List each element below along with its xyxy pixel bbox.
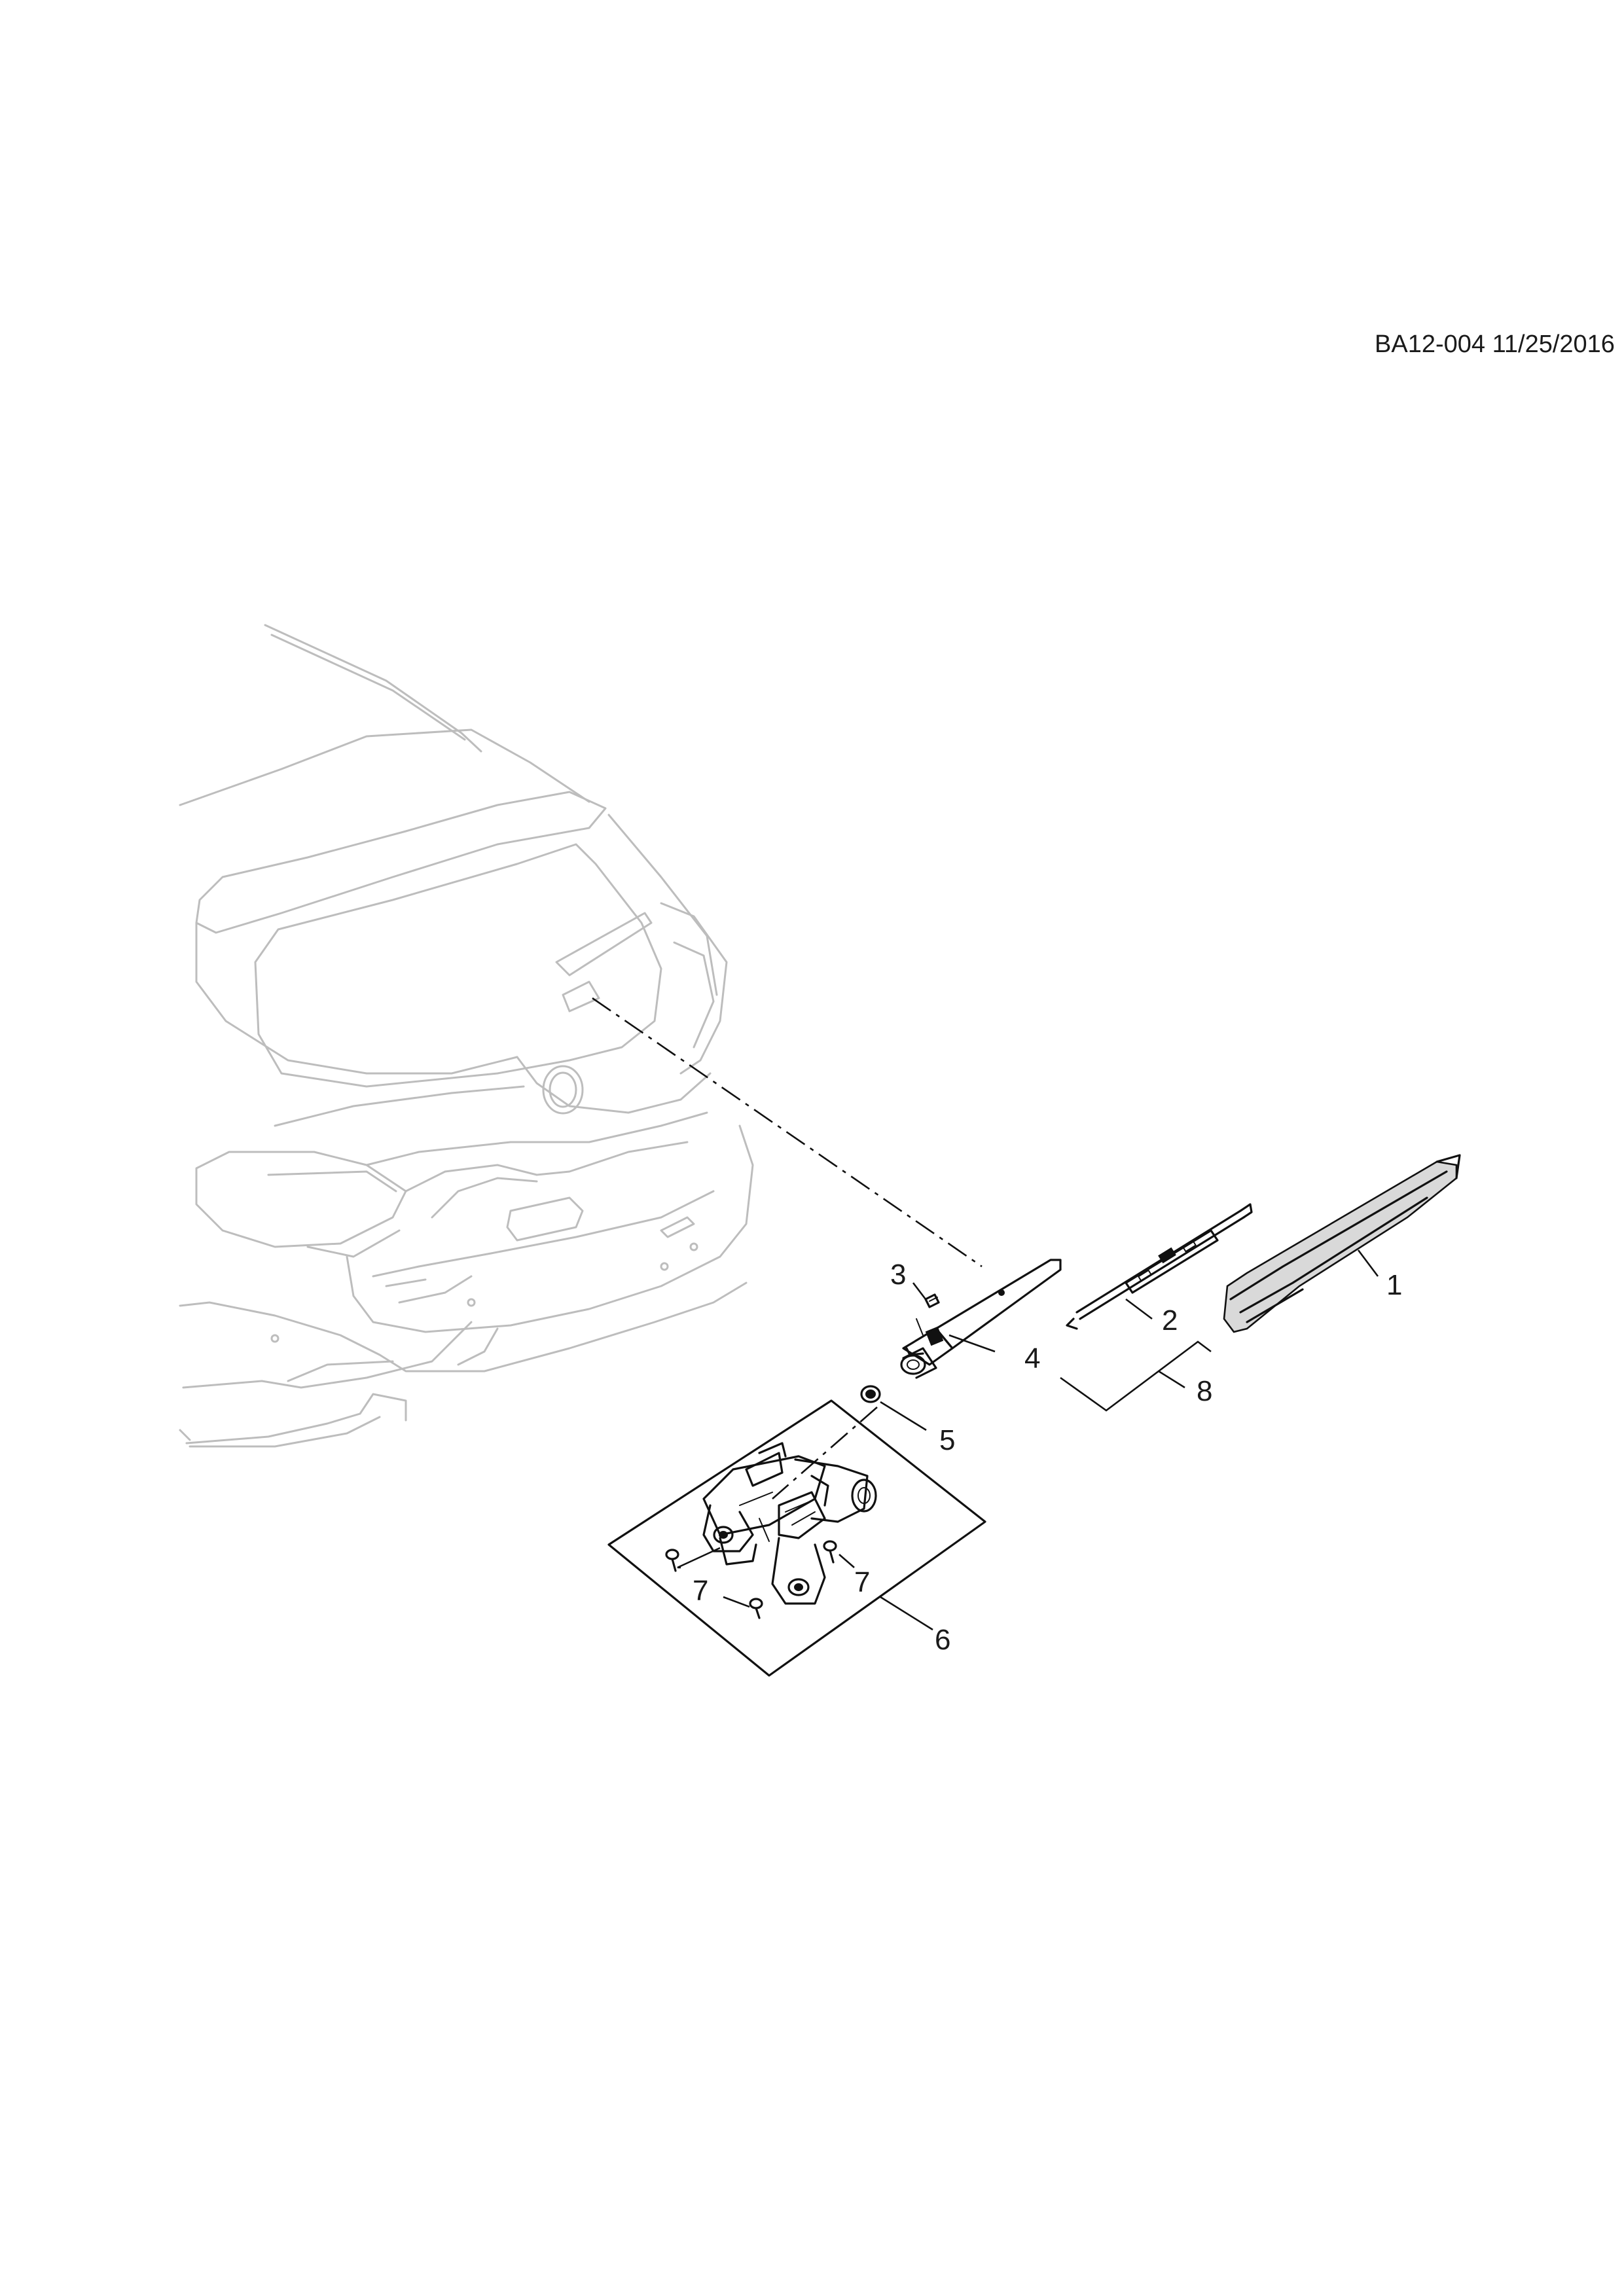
part-1-wiper-cover [1223, 1154, 1461, 1333]
part-6-motor-box [607, 1399, 986, 1677]
part-6-wiper-motor [702, 1442, 877, 1605]
assembly-centerline-lower [772, 1407, 878, 1499]
callout-6: 6 [935, 1624, 950, 1656]
leader-7b [839, 1554, 855, 1568]
part-3-nut [924, 1293, 940, 1308]
part-5-washer [860, 1385, 881, 1403]
callout-2: 2 [1162, 1304, 1178, 1336]
leader-7a [723, 1596, 750, 1608]
callout-8: 8 [1197, 1375, 1212, 1407]
callout-7-right: 7 [854, 1566, 870, 1598]
assembly-centerline [592, 997, 983, 1268]
vehicle-rear-outline [179, 624, 754, 1448]
leader-5 [880, 1401, 927, 1431]
callout-1: 1 [1386, 1269, 1402, 1301]
kit-8-bracket [1060, 1340, 1212, 1412]
part-2-wiper-blade [1066, 1203, 1253, 1330]
leader-4 [948, 1334, 996, 1353]
leader-2 [1125, 1298, 1153, 1320]
leader-7-bracket [677, 1547, 721, 1569]
leader-3 [912, 1282, 927, 1300]
part-4-wiper-arm [900, 1259, 1062, 1379]
leader-6 [880, 1596, 933, 1631]
leader-1 [1357, 1249, 1379, 1277]
callout-3: 3 [890, 1259, 906, 1291]
part-7-bolt-bottom [749, 1598, 763, 1619]
callout-4: 4 [1024, 1342, 1040, 1374]
callout-5: 5 [939, 1424, 955, 1456]
callout-7-left: 7 [693, 1575, 708, 1607]
leader-8 [1158, 1370, 1185, 1389]
part-7-bolt-left [665, 1549, 679, 1572]
part-7-bolt-right [823, 1540, 837, 1564]
